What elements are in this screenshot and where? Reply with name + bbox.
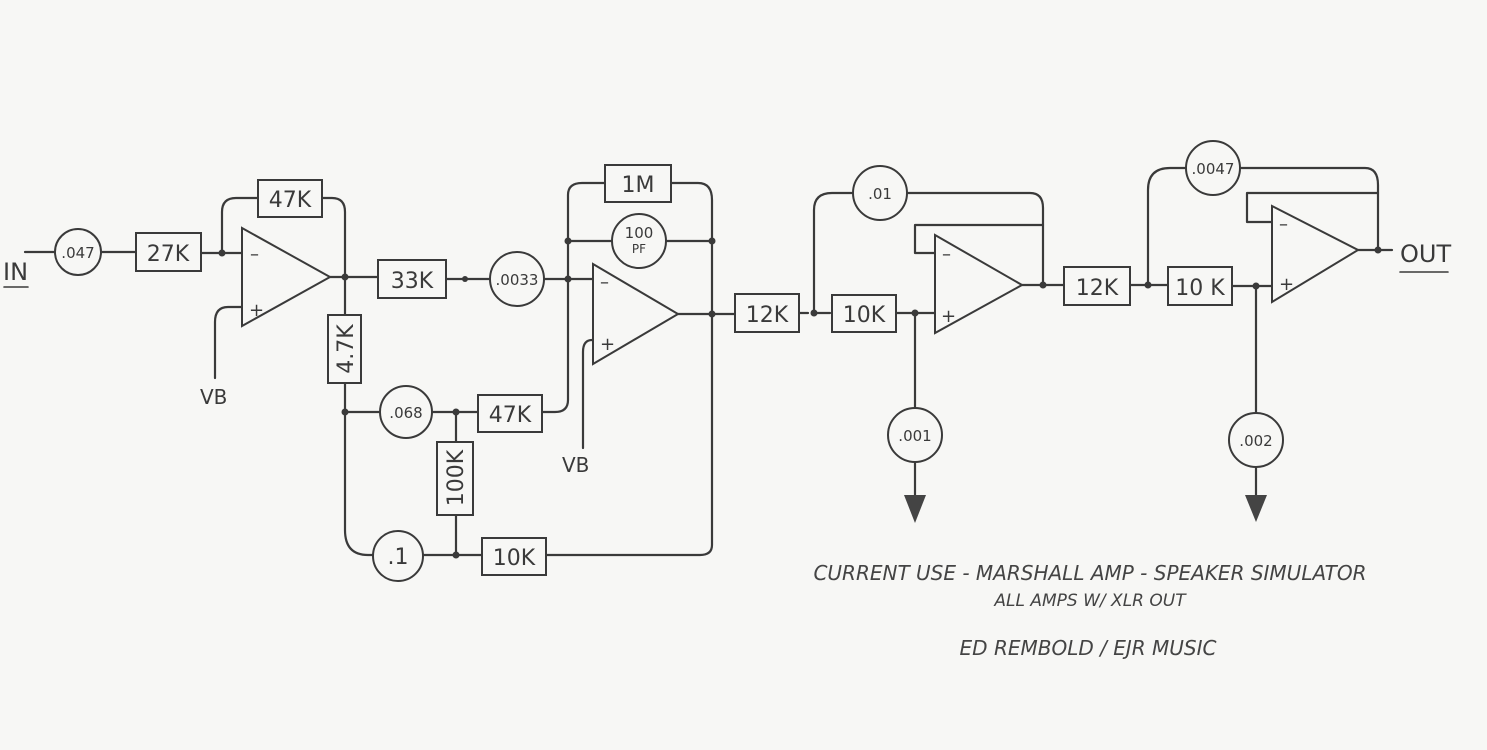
- plus-sign: +: [1279, 274, 1294, 295]
- resistor-1m: 1M: [604, 164, 672, 203]
- plus-sign: +: [600, 334, 615, 355]
- capacitor-label: .01: [868, 185, 892, 203]
- resistor-27k: 27K: [135, 232, 202, 272]
- capacitor-label: 100: [625, 224, 654, 242]
- wires: [23, 166, 1394, 557]
- resistor-10k-a: 10K: [831, 294, 897, 333]
- capacitor-001: .001: [887, 407, 943, 463]
- minus-sign: –: [600, 272, 609, 293]
- capacitor-label: .001: [898, 427, 931, 445]
- resistor-10k-feedback: 10K: [481, 537, 547, 576]
- resistor-12k-a: 12K: [734, 293, 800, 333]
- resistor-33k: 33K: [377, 259, 447, 299]
- plus-sign: +: [941, 306, 956, 327]
- resistor-label: 10K: [493, 546, 536, 571]
- resistor-100k: 100K: [436, 441, 474, 516]
- note-author: ED REMBOLD / EJR MUSIC: [960, 636, 1217, 660]
- resistor-label: 12K: [1076, 276, 1119, 301]
- capacitor-label: .0033: [496, 271, 539, 289]
- junction-dots: [218, 237, 1382, 559]
- minus-sign: –: [1279, 214, 1288, 235]
- capacitor-068: .068: [379, 385, 433, 439]
- resistor-47k-feedback: 47K: [257, 179, 323, 218]
- capacitor-01: .01: [852, 165, 908, 221]
- resistor-label: 47K: [489, 403, 532, 428]
- capacitor-100pf: 100 PF: [611, 213, 667, 269]
- capacitor-002: .002: [1228, 412, 1284, 468]
- capacitor-1: .1: [372, 530, 424, 582]
- resistor-47k-b: 47K: [477, 394, 543, 433]
- plus-sign: +: [249, 300, 264, 321]
- capacitor-label: .0047: [1192, 160, 1235, 178]
- opamp-3: – +: [934, 233, 1025, 335]
- resistor-label: 33K: [391, 269, 434, 294]
- resistor-label: 27K: [147, 242, 190, 267]
- capacitor-label: .1: [388, 545, 409, 570]
- ground-icon: [1245, 495, 1267, 522]
- resistor-label: 12K: [746, 303, 789, 328]
- input-label: IN: [3, 258, 28, 286]
- opamp-2: – +: [592, 262, 680, 366]
- resistor-label: 1M: [622, 173, 655, 198]
- vb-label: VB: [562, 453, 589, 477]
- capacitor-label: .002: [1239, 432, 1272, 450]
- capacitor-0033: .0033: [489, 251, 545, 307]
- resistor-label: 10K: [843, 303, 886, 328]
- resistor-4.7k: 4.7K: [327, 314, 362, 384]
- resistor-label: 10 K: [1175, 276, 1225, 301]
- capacitor-047: .047: [54, 228, 102, 276]
- opamp-4: – +: [1271, 204, 1361, 304]
- output-label: OUT: [1400, 240, 1451, 268]
- resistor-10k-b: 10 K: [1167, 266, 1233, 306]
- vb-label: VB: [200, 385, 227, 409]
- resistor-label: 47K: [269, 188, 312, 213]
- ground-icon: [904, 495, 926, 523]
- opamp-1: – +: [241, 226, 333, 328]
- resistor-label: 4.7K: [334, 324, 359, 374]
- minus-sign: –: [942, 244, 951, 265]
- resistor-12k-b: 12K: [1063, 266, 1131, 306]
- resistor-label: 100K: [444, 449, 469, 506]
- capacitor-0047: .0047: [1185, 140, 1241, 196]
- minus-sign: –: [250, 244, 259, 265]
- note-title: CURRENT USE - MARSHALL AMP - SPEAKER SIM…: [813, 561, 1366, 585]
- capacitor-unit: PF: [632, 242, 646, 256]
- capacitor-label: .068: [389, 404, 422, 422]
- note-subtitle: ALL AMPS W/ XLR OUT: [993, 591, 1187, 611]
- capacitor-label: .047: [61, 244, 94, 262]
